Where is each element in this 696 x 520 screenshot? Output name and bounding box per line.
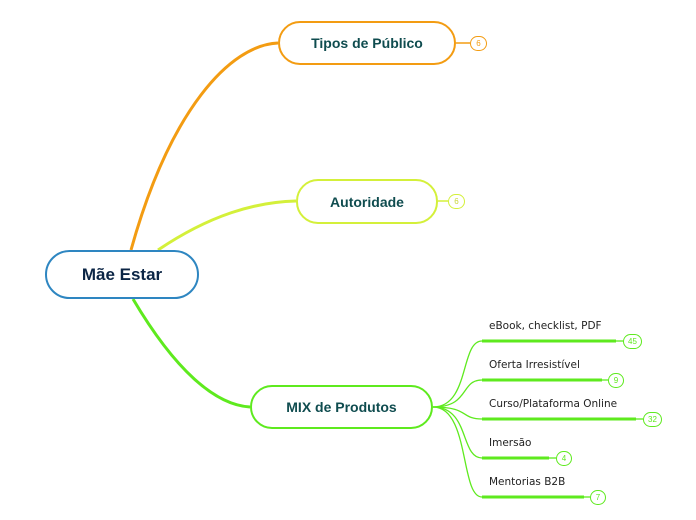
topic-label: Autoridade bbox=[330, 193, 404, 210]
subtopic-mentorias-b2b[interactable]: Mentorias B2B bbox=[489, 476, 566, 488]
subtopic-oferta-irresistivel[interactable]: Oferta Irresistível bbox=[489, 359, 580, 371]
subtopic-ebook[interactable]: eBook, checklist, PDF bbox=[489, 320, 602, 332]
central-topic-label: Mãe Estar bbox=[81, 264, 163, 284]
collapsed-count-badge[interactable]: 4 bbox=[556, 451, 572, 466]
mix-leaf-underlines bbox=[482, 339, 636, 499]
mix-leaf-connectors bbox=[432, 340, 483, 498]
connector-mix bbox=[131, 298, 251, 409]
connector-autoridade bbox=[157, 199, 297, 252]
central-topic[interactable]: Mãe Estar bbox=[45, 250, 199, 299]
topic-label: MIX de Produtos bbox=[286, 399, 397, 415]
collapsed-count-badge[interactable]: 45 bbox=[623, 334, 642, 349]
collapsed-count-badge[interactable]: 6 bbox=[470, 36, 487, 51]
topic-tipos-de-publico[interactable]: Tipos de Público bbox=[278, 21, 456, 65]
mix-leaf-badge-lines bbox=[549, 340, 643, 498]
collapsed-count-badge[interactable]: 9 bbox=[608, 373, 624, 388]
collapsed-count-badge[interactable]: 6 bbox=[448, 194, 465, 209]
connector-tipos bbox=[129, 41, 279, 251]
topic-mix-de-produtos[interactable]: MIX de Produtos bbox=[250, 385, 433, 429]
collapsed-count-badge[interactable]: 7 bbox=[590, 490, 606, 505]
topic-label: Tipos de Público bbox=[311, 35, 423, 51]
collapsed-count-badge[interactable]: 32 bbox=[643, 412, 662, 427]
subtopic-imersao[interactable]: Imersão bbox=[489, 437, 532, 449]
topic-autoridade[interactable]: Autoridade bbox=[296, 179, 438, 224]
subtopic-curso-plataforma[interactable]: Curso/Plataforma Online bbox=[489, 398, 618, 410]
